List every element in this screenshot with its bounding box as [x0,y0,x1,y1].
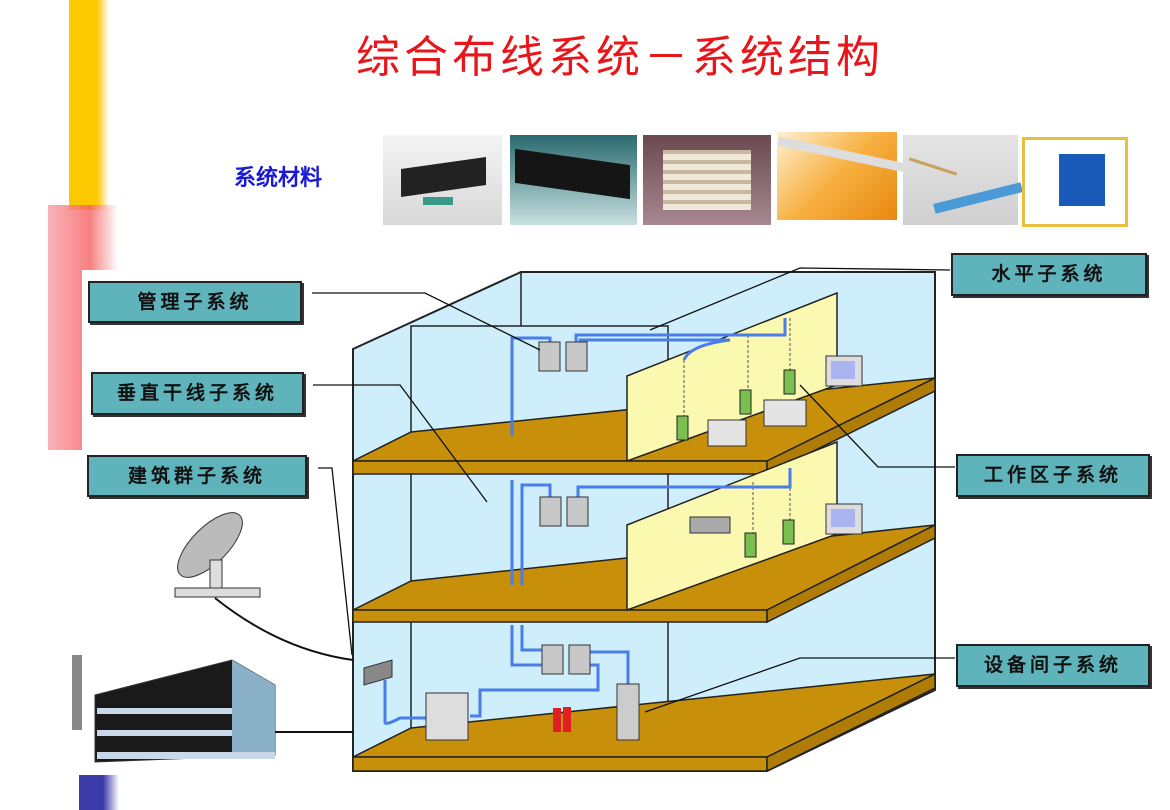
fax-icon [763,399,807,427]
label-work-area-subsystem: 工作区子系统 [956,454,1150,497]
photo-fiber-cable [777,132,907,220]
photo-fiber-patch-panel [383,135,502,225]
slide-title: 综合布线系统－系统结构 [356,32,884,83]
label-horizontal-subsystem: 水平子系统 [951,253,1147,296]
decor-gray-bar [72,655,84,730]
label-equipment-room-subsystem: 设备间子系统 [956,644,1150,687]
label-management-subsystem: 管理子系统 [88,281,302,323]
computer-icon [825,355,863,387]
floor-3 [352,672,936,773]
office-building-icon [94,659,276,763]
computer-icon [825,503,863,535]
leader-lines [312,267,955,713]
telephone-icon [707,419,747,447]
decor-blue-bar [79,775,119,810]
decor-yellow-bar [69,0,109,210]
wall-outlets [676,369,796,558]
switch-cabinet-icon [425,692,469,741]
photo-110-block [643,135,771,225]
label-backbone-subsystem: 垂直干线子系统 [91,372,304,415]
camera-icon [689,516,731,534]
telecom-box-icon [363,659,393,686]
photo-rj45-module [1022,137,1128,227]
satellite-dish-icon [174,512,261,598]
fire-extinguisher-icon [553,707,571,732]
photo-patch-panel [510,135,637,225]
materials-label: 系统材料 [234,166,323,191]
server-rack-icon [616,683,640,741]
label-campus-subsystem: 建筑群子系统 [87,455,307,497]
distribution-frames [538,341,591,675]
photo-utp-cable [903,135,1023,225]
